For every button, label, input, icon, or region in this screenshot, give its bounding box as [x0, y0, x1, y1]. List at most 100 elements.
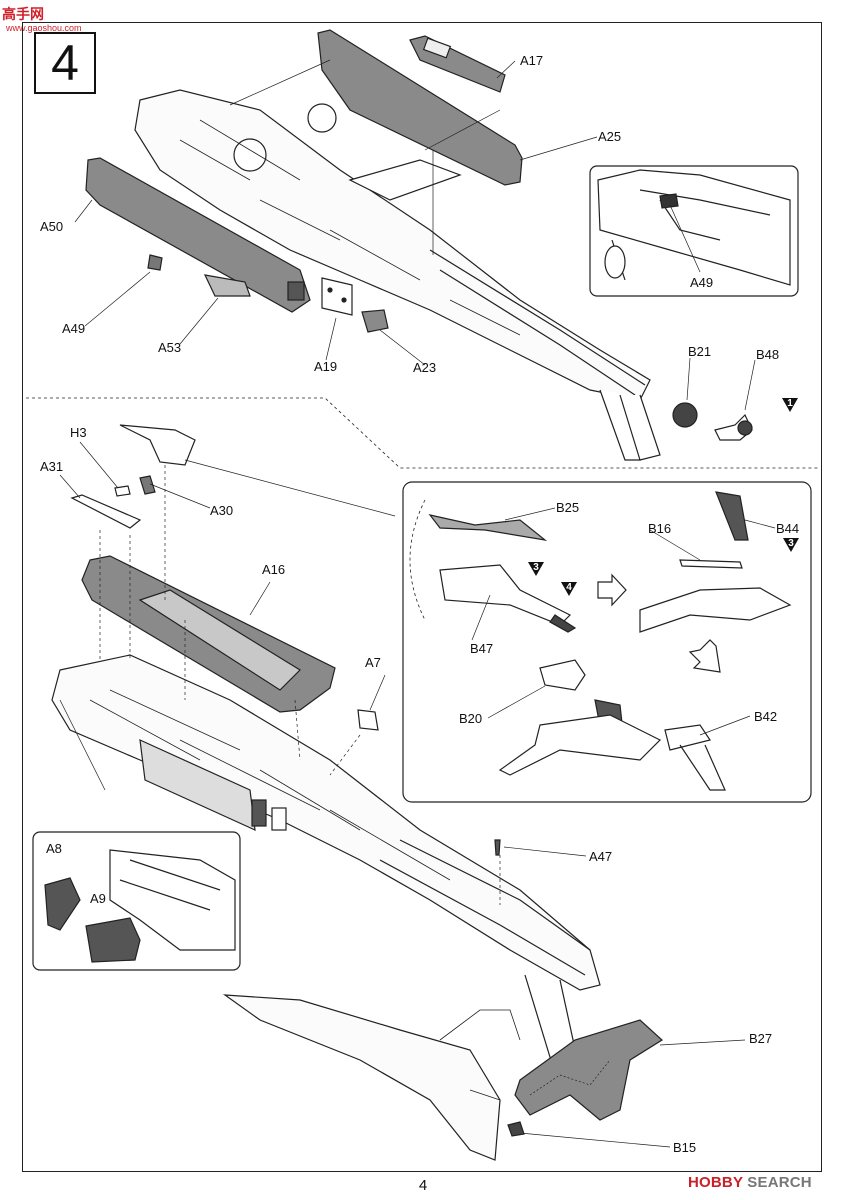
label-b21: B21 — [688, 344, 712, 359]
part-a17 — [409, 35, 506, 93]
upper-engine-intake — [233, 138, 267, 172]
part-a50-fairing — [85, 157, 311, 313]
lower-exhaust — [251, 799, 267, 827]
part-top-mount — [119, 424, 196, 466]
part-a19-panel — [321, 277, 353, 316]
inset-a8-a9-drawing — [109, 849, 236, 951]
part-a25-fairing — [317, 29, 523, 186]
label-b25: B25 — [556, 500, 580, 515]
label-a19: A19 — [314, 359, 338, 374]
lower-detail-lines — [89, 689, 451, 881]
section-divider — [26, 397, 818, 469]
inset-b-leaders — [471, 507, 776, 736]
watermark-hobby-search: HOBBY SEARCH — [688, 1174, 812, 1191]
ref-triangle-4-number: 4 — [566, 582, 572, 593]
label-a31: A31 — [40, 459, 64, 474]
upper-wheel — [307, 103, 337, 133]
watermark-title: 高手网 — [2, 6, 44, 22]
ref-triangle-3a — [528, 562, 544, 576]
label-b16: B16 — [648, 521, 672, 536]
label-a9: A9 — [90, 891, 106, 906]
upper-wing-left — [348, 159, 462, 201]
label-b48: B48 — [756, 347, 780, 362]
label-a25: A25 — [598, 129, 622, 144]
part-b42 — [664, 724, 726, 791]
inset-a8-a9-box — [32, 831, 241, 971]
ref-triangle-3b — [783, 538, 799, 552]
inset-a49-box — [589, 165, 799, 297]
lower-rotor-detail — [439, 1009, 521, 1101]
part-a19-hole-1 — [327, 287, 333, 293]
part-b21 — [672, 402, 698, 428]
label-a17: A17 — [520, 53, 544, 68]
upper-tail-boom — [429, 249, 646, 396]
part-a30 — [139, 475, 156, 495]
label-b15: B15 — [673, 1140, 697, 1155]
inset-a49-leader — [669, 204, 701, 273]
step-ref-triangles — [528, 398, 799, 596]
part-b16-assembly — [639, 587, 792, 633]
step-number: 4 — [51, 35, 79, 91]
part-a8 — [44, 877, 81, 931]
part-a19-hole-2 — [341, 297, 347, 303]
part-b20 — [539, 659, 586, 691]
part-a49 — [147, 254, 163, 271]
ref-triangle-1-number: 1 — [787, 398, 793, 409]
part-a50-exhaust — [287, 281, 305, 301]
watermark-brand: HOBBY — [688, 1174, 743, 1191]
label-a23: A23 — [413, 360, 437, 375]
page-frame — [22, 22, 822, 1172]
upper-detail-lines — [179, 119, 521, 336]
label-a50: A50 — [40, 219, 64, 234]
part-b27-stabilizer — [514, 1019, 663, 1121]
page-number: 4 — [418, 1177, 428, 1194]
ref-triangle-4 — [561, 582, 577, 596]
ref-triangle-3a-number: 3 — [533, 562, 539, 573]
label-b44: B44 — [776, 521, 800, 536]
lower-rotor-mount — [222, 994, 501, 1161]
part-a9 — [85, 917, 141, 963]
label-h3: H3 — [70, 425, 87, 440]
part-b16 — [679, 559, 743, 569]
part-a17-window — [422, 37, 452, 59]
part-a31 — [70, 494, 142, 529]
label-a47: A47 — [589, 849, 613, 864]
inset-a49-part — [659, 193, 679, 209]
part-a16-cutout — [138, 589, 301, 691]
part-a47-pin — [494, 839, 501, 856]
watermark-search: SEARCH — [747, 1174, 812, 1191]
ref-triangle-3b-number: 3 — [788, 538, 794, 549]
lower-fuselage — [51, 654, 601, 991]
label-b27: B27 — [749, 1031, 773, 1046]
inset-b-bracket — [409, 499, 426, 621]
label-a7: A7 — [365, 655, 381, 670]
part-b15 — [507, 1121, 525, 1137]
part-b44-top — [715, 491, 749, 541]
label-a49-inset: A49 — [690, 275, 714, 290]
label-a8: A8 — [46, 841, 62, 856]
part-b47-tip — [549, 614, 577, 633]
assembly-guides — [99, 465, 501, 905]
part-b47-assembly — [439, 564, 572, 626]
label-a30: A30 — [210, 503, 234, 518]
part-h3 — [114, 485, 131, 497]
label-b20: B20 — [459, 711, 483, 726]
label-b42: B42 — [754, 709, 778, 724]
leader-lines-top — [74, 59, 756, 411]
lower-tail-boom — [379, 839, 591, 976]
arrow-diagonal — [688, 639, 721, 673]
part-b20-assembly — [498, 714, 662, 776]
watermark-url: www.gaoshou.com — [6, 23, 82, 33]
step-number-box: 4 — [34, 32, 96, 94]
part-b48-hub — [737, 420, 753, 436]
lower-exhaust-2 — [271, 807, 287, 831]
arrow-right — [597, 573, 627, 607]
part-a53 — [203, 274, 251, 297]
part-b25 — [428, 514, 548, 541]
part-a7 — [357, 709, 379, 731]
inset-a49-wheel — [604, 245, 626, 279]
part-a23-panel — [361, 309, 389, 333]
ref-triangle-1 — [782, 398, 798, 412]
label-a16: A16 — [262, 562, 286, 577]
